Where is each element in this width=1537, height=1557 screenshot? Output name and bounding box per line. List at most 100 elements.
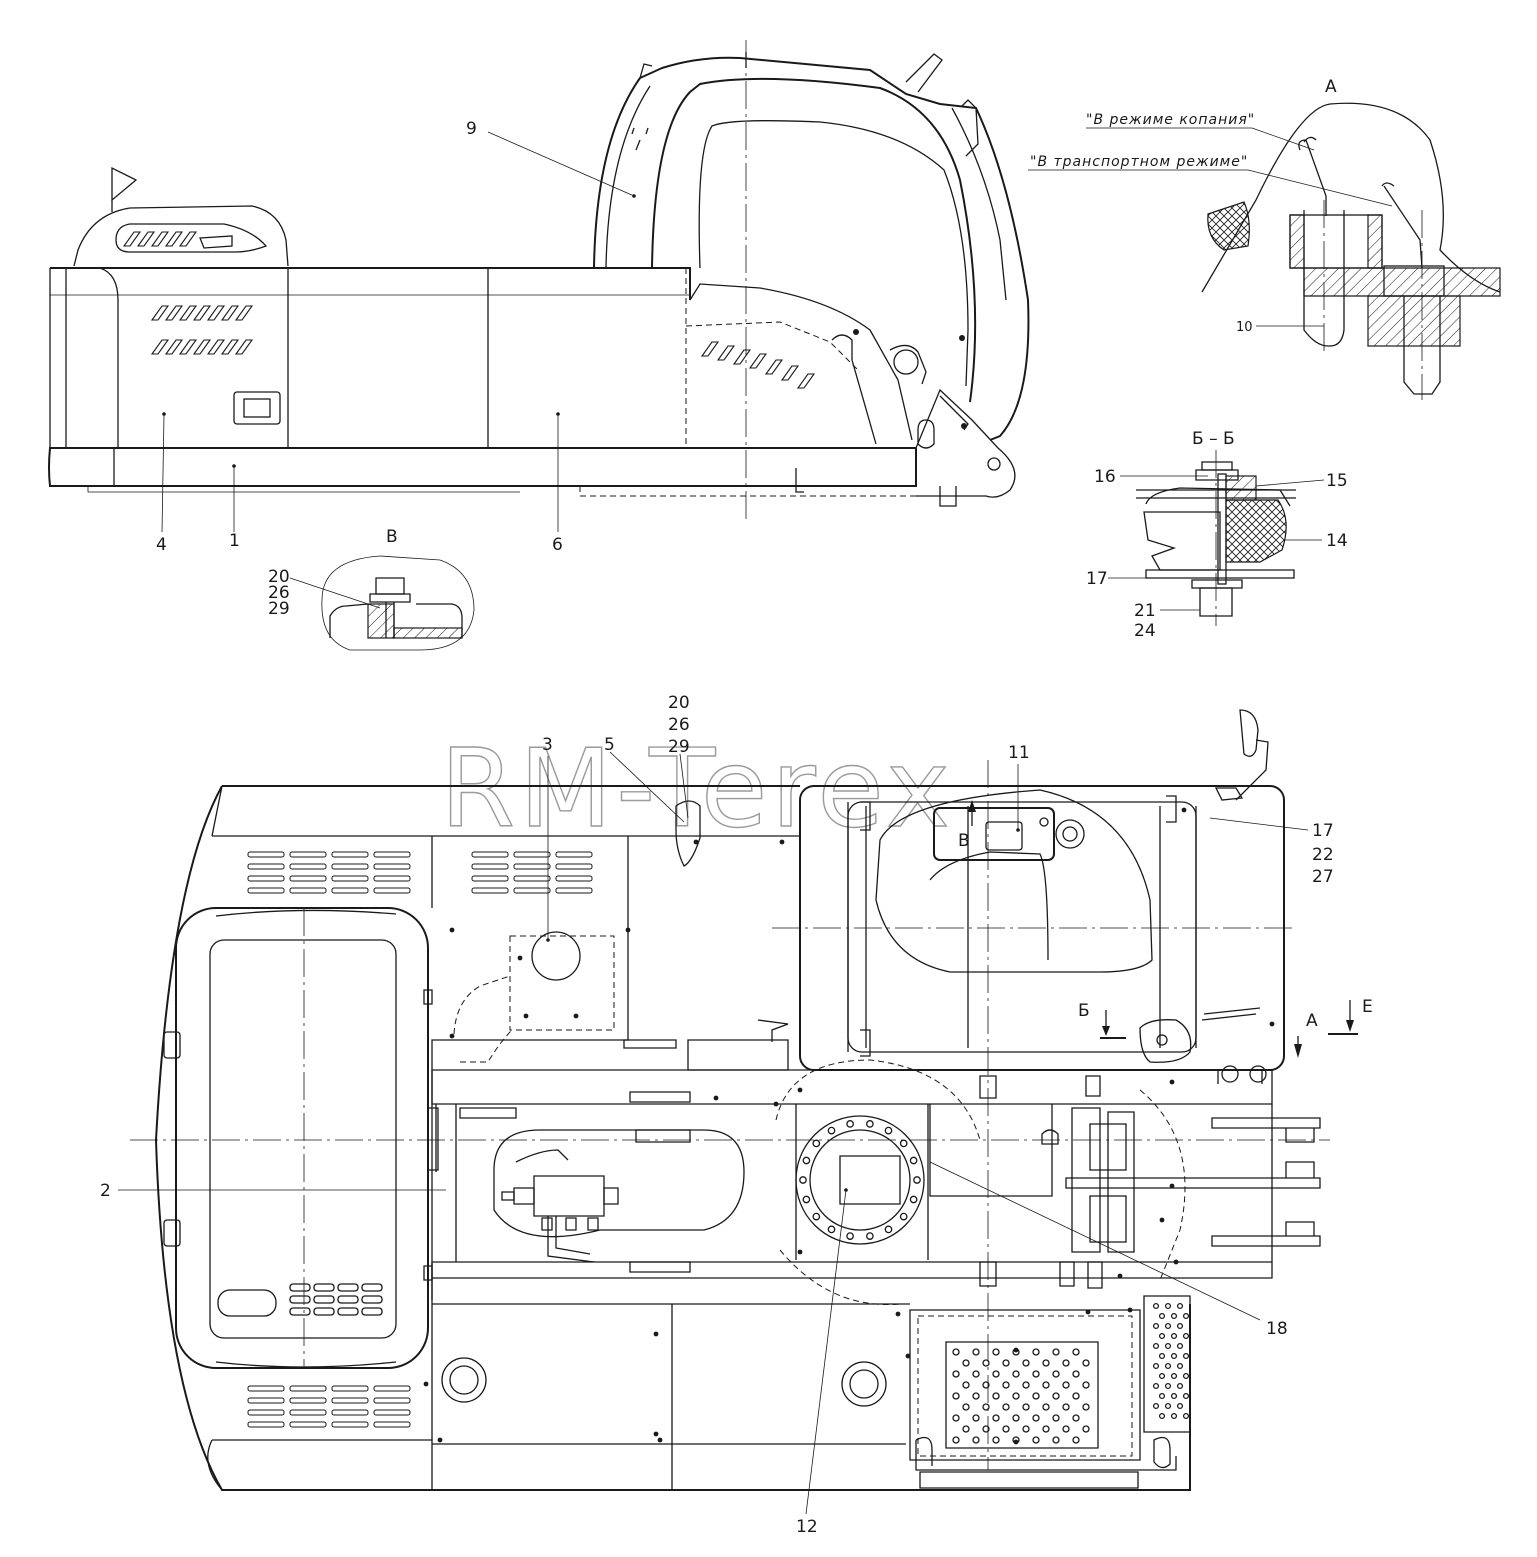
bolt-hole — [1013, 1439, 1019, 1445]
bolt-hole — [982, 1359, 990, 1367]
bolt-hole — [1002, 1403, 1010, 1411]
bolt-hole — [437, 1437, 443, 1443]
bolt-hole — [773, 1101, 779, 1107]
bolt-hole — [802, 1195, 811, 1204]
bolt-hole — [1176, 1342, 1184, 1350]
label-part-17: 17 — [1086, 569, 1108, 589]
bolt-hole — [962, 1425, 970, 1433]
bolt-hole — [972, 1370, 980, 1378]
bolt-hole — [812, 1212, 821, 1221]
bolt-hole — [972, 1414, 980, 1422]
bolt-hole — [1042, 1381, 1050, 1389]
bolt-hole — [1173, 1259, 1179, 1265]
label-part-14: 14 — [1326, 531, 1348, 551]
bolt-hole — [449, 1033, 455, 1039]
bolt-hole — [1182, 1412, 1190, 1420]
bolt-hole — [1022, 1359, 1030, 1367]
bolt-hole — [449, 927, 455, 933]
label-plan-part-3: 3 — [542, 735, 553, 755]
bolt-hole — [1269, 1021, 1275, 1027]
bolt-hole — [653, 1431, 659, 1437]
bolt-hole — [846, 1232, 854, 1240]
bolt-hole — [1012, 1392, 1020, 1400]
bolt-hole — [992, 1348, 1000, 1356]
bolt-hole — [713, 1095, 719, 1101]
bolt-hole — [1176, 1322, 1184, 1330]
bolt-hole — [1158, 1392, 1166, 1400]
bolt-hole — [1022, 1425, 1030, 1433]
bolt-hole — [1042, 1359, 1050, 1367]
bolt-hole — [982, 1425, 990, 1433]
bolt-hole — [1012, 1370, 1020, 1378]
bolt-hole — [1082, 1425, 1090, 1433]
bolt-hole — [982, 1381, 990, 1389]
label-plan-part-27: 27 — [1312, 867, 1334, 887]
bolt-hole — [1022, 1403, 1030, 1411]
bolt-hole — [972, 1392, 980, 1400]
label-part-24: 24 — [1134, 621, 1156, 641]
bolt-hole — [899, 1139, 908, 1148]
detail-a-title: А — [1325, 77, 1337, 97]
bolt-hole — [952, 1436, 960, 1444]
step-perforation — [1152, 1302, 1190, 1420]
bolt-hole — [1182, 1312, 1190, 1320]
bolt-hole — [523, 1013, 529, 1019]
bolt-hole — [1032, 1392, 1040, 1400]
bolt-hole — [1042, 1403, 1050, 1411]
bolt-hole — [423, 1381, 429, 1387]
bolt-hole — [1158, 1372, 1166, 1380]
bolt-hole — [1164, 1322, 1172, 1330]
bolt-hole — [1052, 1370, 1060, 1378]
plan-view: В Б А Е 20 26 29 3 5 11 17 22 27 2 18 12 — [100, 693, 1373, 1537]
bolt-hole — [1164, 1342, 1172, 1350]
bolt-hole — [982, 1403, 990, 1411]
bolt-hole — [952, 1392, 960, 1400]
side-view: 9 4 1 6 — [48, 40, 1030, 555]
bolt-hole — [693, 839, 699, 845]
watermark-text: RM-Terex — [440, 727, 954, 852]
label-plan-part-12: 12 — [796, 1517, 818, 1537]
label-plan-part-11: 11 — [1008, 743, 1030, 763]
label-plan-part-26: 26 — [668, 715, 690, 735]
bolt-hole — [952, 1370, 960, 1378]
bolt-hole — [1072, 1414, 1080, 1422]
label-part-16: 16 — [1094, 467, 1116, 487]
bolt-hole — [1072, 1370, 1080, 1378]
bolt-hole — [846, 1120, 854, 1128]
bolt-hole — [909, 1195, 918, 1204]
detail-v-title: В — [386, 527, 398, 547]
bolt-hole — [972, 1348, 980, 1356]
bolt-hole — [1164, 1362, 1172, 1370]
bolt-hole — [909, 1156, 918, 1165]
label-v-part-29: 29 — [268, 599, 290, 619]
view-mark-e: Е — [1362, 997, 1373, 1017]
bolt-hole — [657, 1437, 663, 1443]
bolt-hole — [1072, 1348, 1080, 1356]
bolt-hole — [797, 1087, 803, 1093]
bolt-hole — [1082, 1403, 1090, 1411]
bolt-hole — [1062, 1359, 1070, 1367]
bolt-hole — [799, 1176, 807, 1184]
view-mark-a: А — [1306, 1011, 1318, 1031]
note-digging-mode: "В режиме копания" — [1086, 112, 1255, 128]
bolt-hole — [952, 1414, 960, 1422]
bolt-hole — [972, 1436, 980, 1444]
bolt-hole — [1042, 1425, 1050, 1433]
label-v-part-26: 26 — [268, 583, 290, 603]
bolt-hole — [1152, 1382, 1160, 1390]
view-mark-v: В — [958, 831, 970, 851]
bolt-hole — [1032, 1414, 1040, 1422]
bolt-hole — [1012, 1414, 1020, 1422]
bolt-hole — [1158, 1332, 1166, 1340]
bolt-hole — [1052, 1392, 1060, 1400]
bolt-hole — [992, 1370, 1000, 1378]
bolt-hole — [895, 1311, 901, 1317]
label-plan-part-20: 20 — [668, 693, 690, 713]
bolt-hole — [1072, 1436, 1080, 1444]
label-plan-part-17: 17 — [1312, 821, 1334, 841]
bolt-hole — [1152, 1342, 1160, 1350]
bolt-hole — [1117, 1273, 1123, 1279]
bolt-hole — [905, 1353, 911, 1359]
bolt-hole — [1152, 1302, 1160, 1310]
bolt-hole — [1176, 1382, 1184, 1390]
